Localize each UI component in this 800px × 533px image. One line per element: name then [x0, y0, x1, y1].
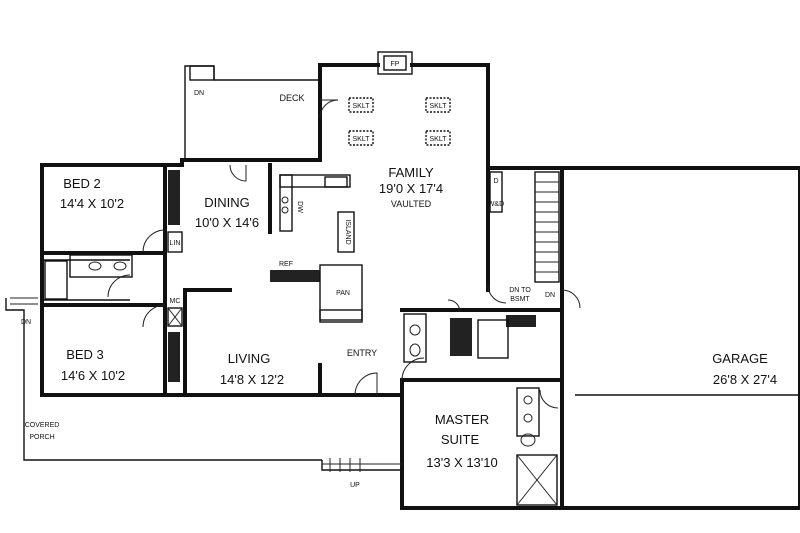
covered-label: COVERED — [25, 422, 60, 429]
utility: D W&D — [477, 171, 536, 359]
room-name: LIVING — [228, 351, 271, 366]
misc-labels: DECK ENTRY COVERED PORCH DN DN UP DN TO … — [21, 90, 555, 489]
svg-text:SKLT: SKLT — [430, 136, 448, 143]
room-name: DINING — [204, 195, 250, 210]
room-name: FAMILY — [388, 165, 434, 180]
room-bed3: BED 3 14'6 X 10'2 — [61, 347, 125, 383]
room-name: BED 2 — [63, 176, 101, 191]
kitchen: DW ISLAND REF PAN — [270, 174, 363, 323]
room-name-2: SUITE — [441, 432, 480, 447]
room-size: 26'8 X 27'4 — [713, 372, 777, 387]
room-name: MASTER — [435, 412, 489, 427]
room-master: MASTER SUITE 13'3 X 13'10 — [426, 412, 497, 470]
hall-bath — [44, 254, 133, 300]
room-bed2: BED 2 14'4 X 10'2 — [60, 176, 124, 211]
deck-dn-label: DN — [194, 90, 204, 97]
porch-up-label: UP — [350, 482, 360, 489]
room-size: 19'0 X 17'4 — [379, 181, 443, 196]
svg-text:SKLT: SKLT — [353, 103, 371, 110]
room-size: 13'3 X 13'10 — [426, 455, 497, 470]
porch-rails — [5, 65, 402, 472]
svg-text:DW: DW — [296, 201, 303, 213]
svg-text:ISLAND: ISLAND — [344, 219, 351, 244]
fireplace: FP — [377, 51, 413, 75]
svg-text:SKLT: SKLT — [430, 103, 448, 110]
svg-text:MC: MC — [170, 298, 181, 305]
room-name: BED 3 — [66, 347, 104, 362]
room-dining: DINING 10'0 X 14'6 — [195, 195, 259, 230]
room-size: 14'4 X 10'2 — [60, 196, 124, 211]
room-family: FAMILY 19'0 X 17'4 VAULTED — [379, 165, 443, 209]
svg-text:SKLT: SKLT — [353, 136, 371, 143]
svg-text:LIN: LIN — [170, 240, 181, 247]
room-size: 10'0 X 14'6 — [195, 215, 259, 230]
skylights: SKLT SKLT SKLT SKLT — [348, 97, 451, 146]
bsmt-label: BSMT — [510, 296, 530, 303]
porch-dn-label: DN — [21, 319, 31, 326]
dn-to-label: DN TO — [509, 287, 531, 294]
svg-text:W&D: W&D — [488, 201, 504, 208]
master-bath — [403, 313, 558, 506]
svg-text:D: D — [493, 178, 498, 185]
room-size: 14'8 X 12'2 — [220, 372, 284, 387]
room-name: GARAGE — [712, 351, 768, 366]
deck-label: DECK — [279, 93, 304, 103]
porch-label: PORCH — [29, 434, 54, 441]
door-swings — [107, 99, 581, 409]
room-size: 14'6 X 10'2 — [61, 368, 125, 383]
svg-text:REF: REF — [279, 261, 293, 268]
garage-dn-label: DN — [545, 292, 555, 299]
svg-text:FP: FP — [391, 61, 400, 68]
entry-label: ENTRY — [347, 348, 377, 358]
closets: LIN MC — [167, 170, 183, 382]
room-note: VAULTED — [391, 199, 432, 209]
stairs — [534, 171, 560, 283]
interior-walls — [40, 163, 322, 397]
svg-text:PAN: PAN — [336, 290, 350, 297]
room-garage: GARAGE 26'8 X 27'4 — [712, 351, 777, 387]
exterior-walls — [40, 63, 800, 510]
room-living: LIVING 14'8 X 12'2 — [220, 351, 284, 387]
